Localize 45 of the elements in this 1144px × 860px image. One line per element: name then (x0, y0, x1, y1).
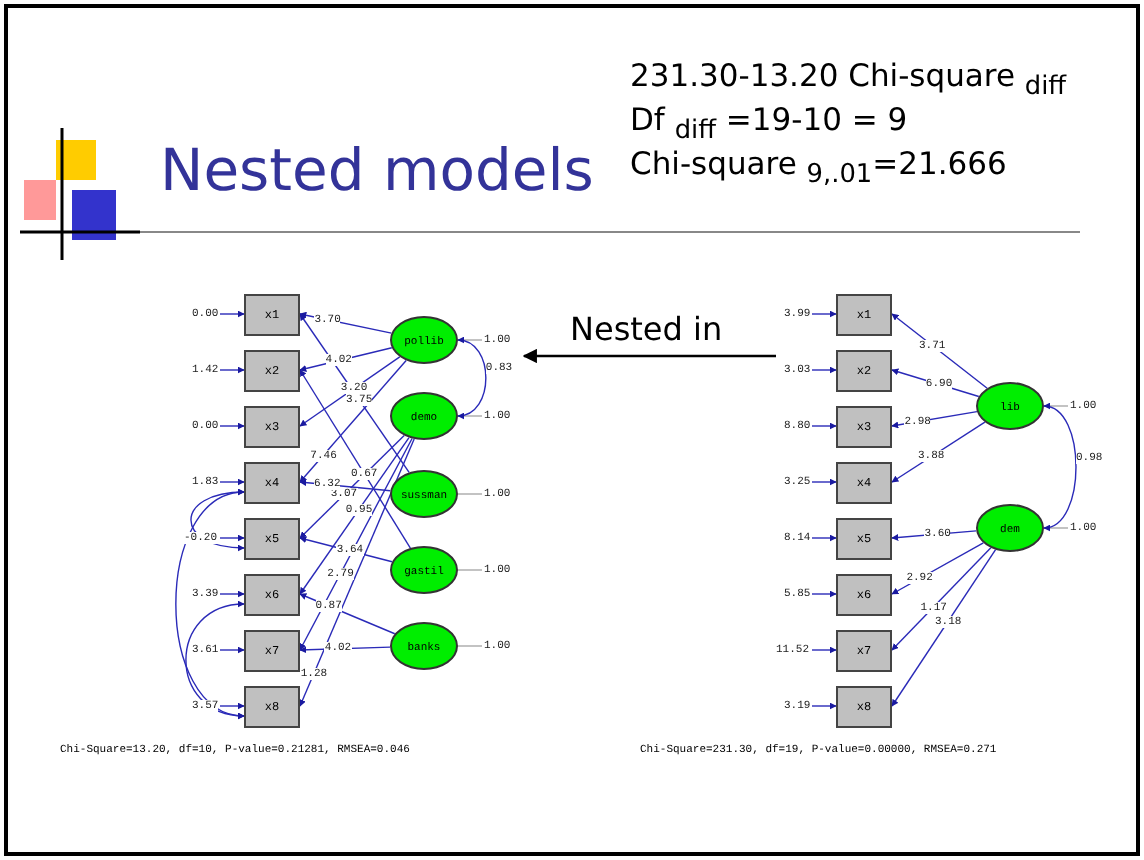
arrow (811, 310, 837, 318)
arrow (219, 534, 245, 542)
arrow (891, 368, 980, 398)
arrow (175, 489, 245, 719)
arrow-caption: Nested in (570, 312, 723, 349)
arrow (299, 434, 405, 539)
arrow (891, 549, 997, 707)
arrow (811, 422, 837, 430)
arrow (219, 590, 245, 598)
arrow (891, 530, 977, 541)
arrow (219, 646, 245, 654)
arrow (891, 313, 988, 389)
arrow (1043, 404, 1077, 530)
arrow (219, 702, 245, 710)
arrow (185, 601, 245, 719)
arrow (219, 478, 245, 486)
arrow (299, 437, 413, 651)
arrow (190, 488, 245, 552)
slide-title: Nested models (160, 134, 594, 208)
connector-line (457, 569, 483, 571)
arrow (219, 310, 245, 318)
connector-line (457, 493, 483, 495)
stat-line: Df $_{diff}$ =19-10 = 9 (630, 104, 908, 150)
arrow (299, 438, 415, 707)
arrow (811, 646, 837, 654)
stat-line: 231.30-13.20 Chi-square $_{diff}$ (630, 60, 1067, 106)
arrow (811, 534, 837, 542)
arrow (299, 436, 410, 595)
arrow (811, 478, 837, 486)
arrow (891, 421, 986, 483)
arrow (811, 702, 837, 710)
arrow (299, 356, 401, 427)
arrow (219, 366, 245, 374)
connector-line (457, 645, 483, 647)
stat-line: Chi-square $_{9,.01}$=21.666 (630, 148, 1007, 194)
arrow (299, 369, 412, 549)
arrow (299, 313, 410, 474)
arrow (219, 422, 245, 430)
arrow (891, 547, 992, 651)
arrow (457, 337, 487, 419)
arrow (299, 536, 393, 563)
arrow (299, 359, 407, 483)
arrow (811, 366, 837, 374)
arrow (811, 590, 837, 598)
arrow (299, 311, 393, 334)
